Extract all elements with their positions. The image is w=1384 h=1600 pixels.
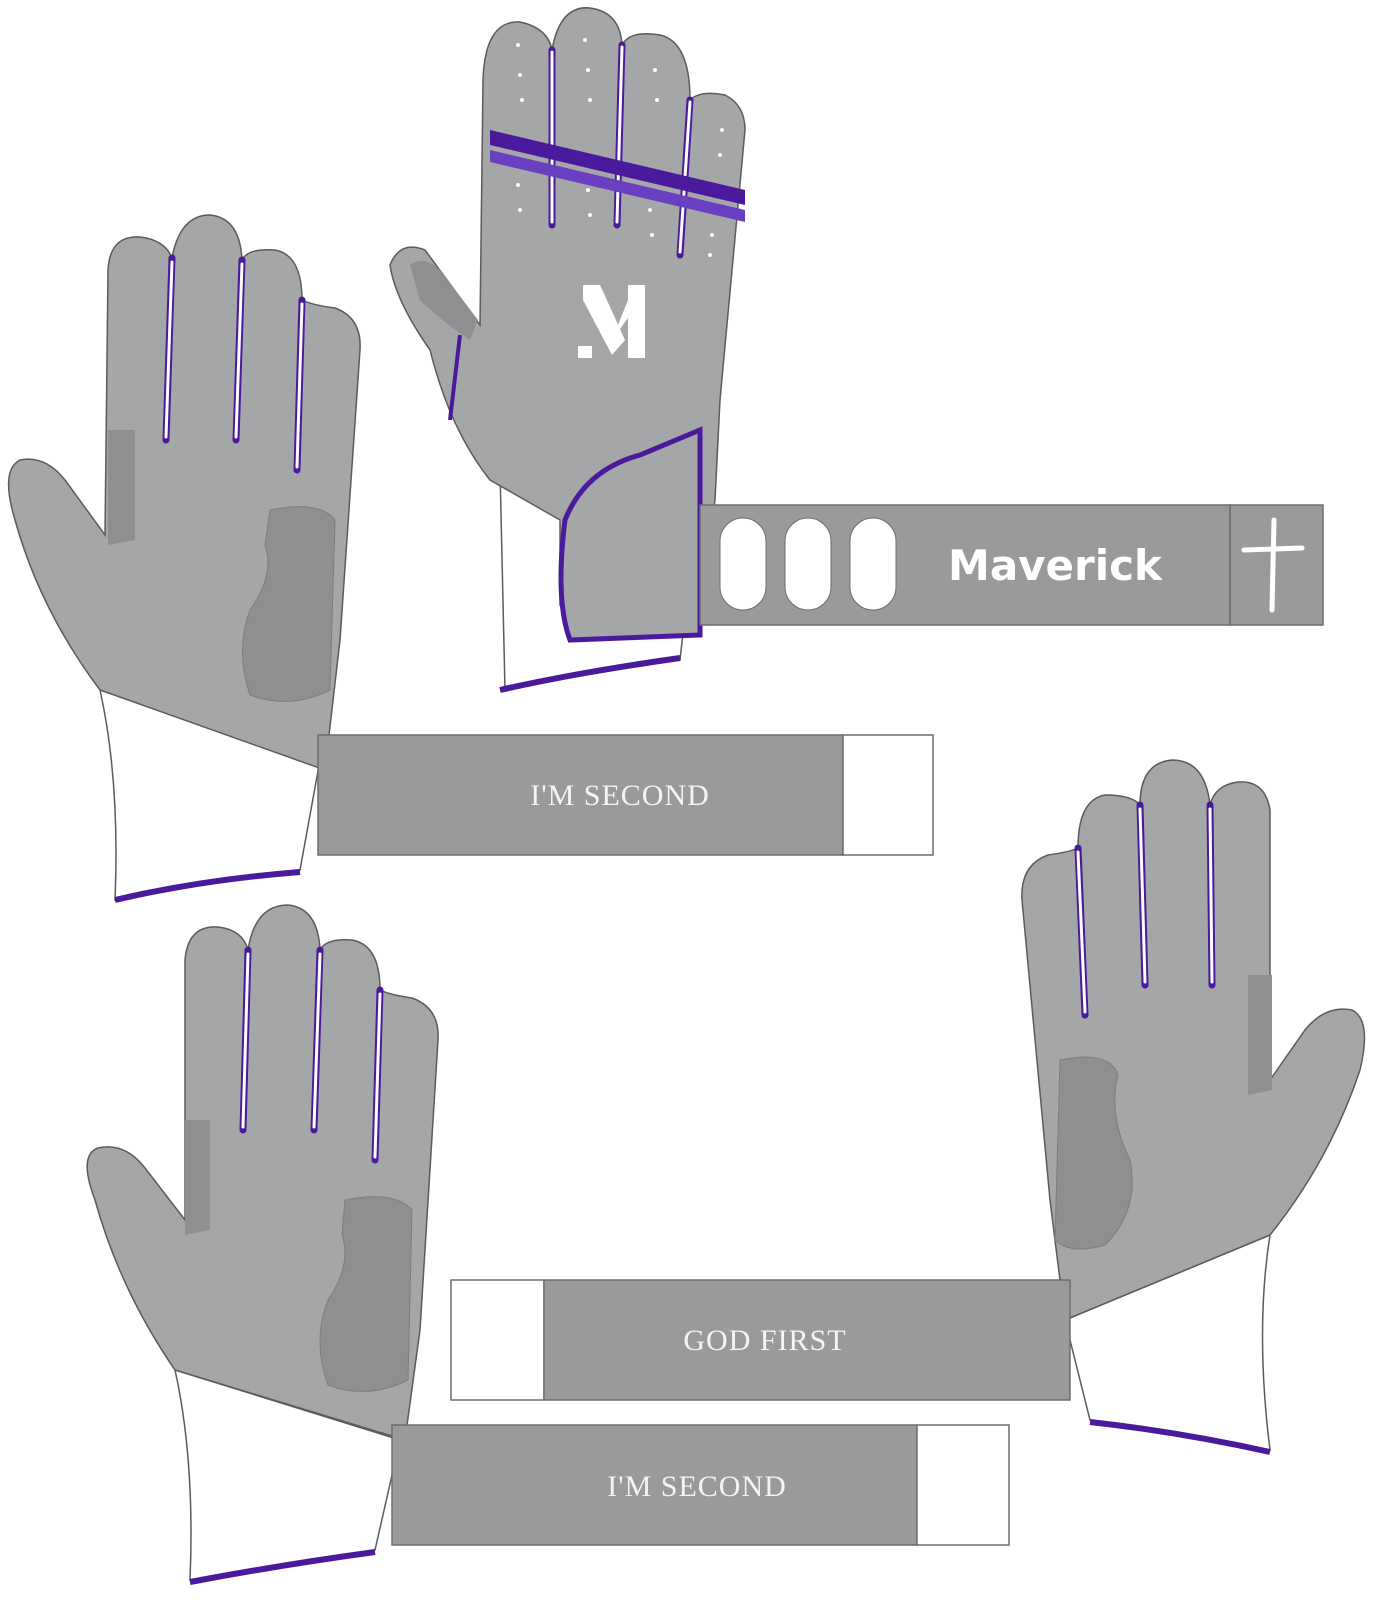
strap-text: GOD FIRST <box>683 1324 846 1357</box>
strap-slot <box>784 517 832 611</box>
glove-back-perforations <box>516 38 724 257</box>
strap-slot <box>849 517 897 611</box>
glove-back-thumb-pad <box>410 261 478 340</box>
glove-palm-view-lower-right: GOD FIRST <box>450 759 1366 1455</box>
glove-palm-view-lower-left: I'M SECOND <box>86 904 1010 1585</box>
glove-palm-view-upper: I'M SECOND <box>7 214 934 903</box>
strap-god-first: GOD FIRST <box>450 1279 1071 1401</box>
strap-maverick: Maverick <box>699 504 1324 626</box>
cross-icon <box>1241 517 1305 613</box>
glove-back-cuff-trim <box>499 655 681 693</box>
strap-im-second-upper: I'M SECOND <box>317 734 934 856</box>
glove-back-wrist-flap <box>558 426 703 643</box>
glove-palm-upper-thumb-pad <box>108 430 135 545</box>
glove-back-knuckle-bands <box>490 130 745 222</box>
strap-im-second-lower: I'M SECOND <box>391 1424 1010 1546</box>
strap-text: I'M SECOND <box>530 779 710 812</box>
brand-logo <box>578 285 645 358</box>
strap-slot <box>719 517 767 611</box>
glove-back-view: Maverick <box>389 7 1324 693</box>
strap-text: I'M SECOND <box>607 1470 787 1503</box>
glove-palm-upper-palm-pad <box>242 506 336 702</box>
strap-brand-text: Maverick <box>948 541 1163 590</box>
